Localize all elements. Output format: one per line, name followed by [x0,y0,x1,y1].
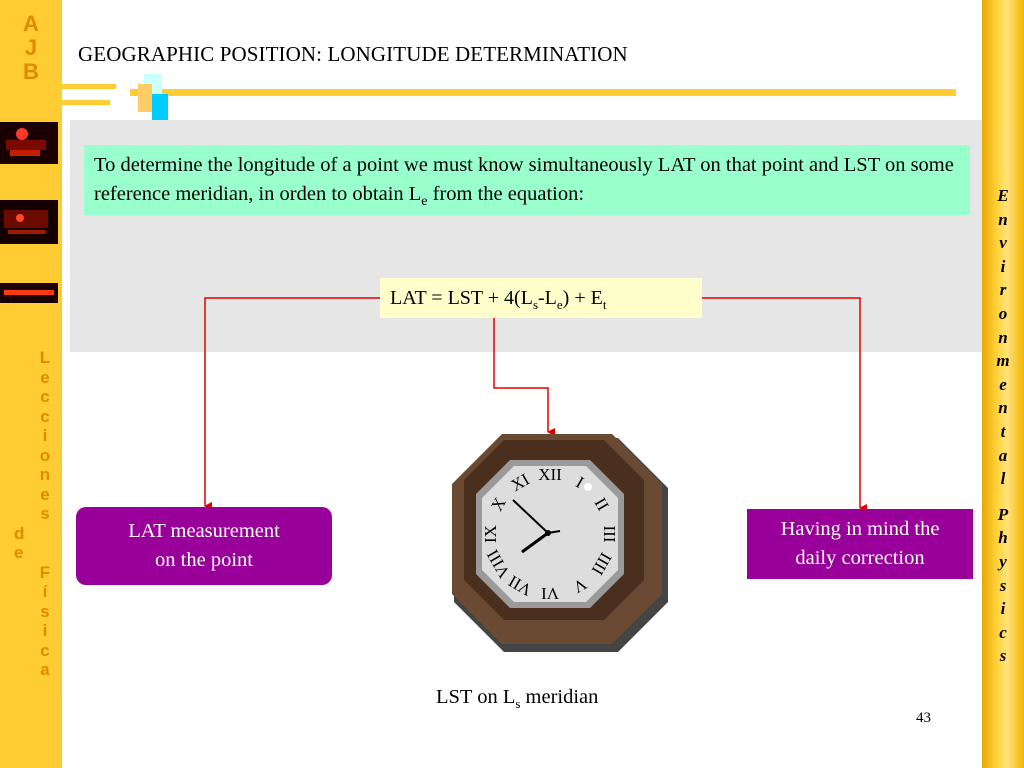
clock-numeral: XI [508,470,533,496]
equation-subscript: s [532,297,538,312]
clock-highlight [584,483,592,491]
caption-subscript: s [515,696,521,712]
intro-text: To determine the longitude of a point we… [94,154,954,205]
decor-square [144,74,162,100]
clock-numeral: X [487,494,510,514]
right-side-bar [982,0,1024,768]
vertical-letter: í [42,582,48,601]
vertical-letter: v [999,233,1007,253]
vertical-letter: m [996,351,1010,371]
decor-line [130,89,956,96]
intro-tail: from the equation: [427,183,585,205]
clock-numeral: IIII [588,549,616,578]
vertical-letter: o [39,445,51,465]
equation-part: -L [538,287,557,309]
vertical-letter: n [998,327,1008,347]
vertical-letter: c [40,640,50,660]
equation-part: ) + E [562,287,603,309]
clock-numeral: I [573,473,588,492]
intro-subscript: e [421,194,428,210]
clock-caption: LST on Ls meridian [436,686,598,712]
vertical-letter: c [40,406,50,426]
clock-numeral: XII [538,465,562,484]
vertical-letter: n [39,465,51,484]
equation-box: LAT = LST + 4(Ls-Le) + Et [380,278,702,318]
thumbnail-image-1 [0,122,58,164]
lat-measurement-box: LAT measurement on the point [76,507,332,585]
vertical-letter: h [998,528,1008,548]
vertical-letter: l [1000,469,1006,489]
lat-box-line: LAT measurement [128,520,280,542]
caption-tail: meridian [520,686,599,708]
page-number: 43 [916,710,931,726]
vertical-letter: s [40,601,50,621]
vertical-letter: e [999,374,1007,394]
vertical-letter: i [1000,256,1006,276]
vertical-letter: e [40,484,50,504]
vertical-letter: F [39,562,51,582]
vertical-letter: i [42,621,48,640]
clock-frame [452,434,668,652]
vertical-letter: n [998,209,1008,229]
vertical-letter: s [999,575,1007,595]
clock-numeral: VIII [483,546,514,581]
initial-letter: B [23,59,39,84]
intro-text-box: To determine the longitude of a point we… [84,145,970,215]
vertical-letter: E [997,186,1009,205]
clock-numeral: II [591,495,613,515]
clock-center [545,530,551,536]
decor-square [138,84,152,112]
vertical-letter: s [40,504,50,523]
vertical-letter: t [1000,421,1006,441]
slide-title: GEOGRAPHIC POSITION: LONGITUDE DETERMINA… [78,42,628,66]
vertical-letter: o [998,303,1008,323]
vertical-letter: i [42,426,48,445]
clock-numeral: VI [541,584,559,603]
left-bar-vertical-text: L e c c i o n e s d e F í s i c a [8,348,62,680]
lat-box-line: on the point [155,549,253,571]
thumbnail-image-3 [0,283,58,303]
vertical-letter: c [999,622,1007,642]
clock-numeral: V [569,574,590,597]
vertical-letter: r [999,280,1007,300]
equation-subscript: t [602,297,607,312]
vertical-letter: i [1000,599,1006,619]
clock-numeral: VII [505,571,535,599]
clock-numeral: III [600,526,619,543]
correction-box-line: daily correction [795,547,925,569]
initial-letter: A [23,11,39,36]
decor-square [152,94,168,120]
vertical-letter: L [39,348,51,367]
vertical-letter: e [14,543,24,562]
vertical-letter: a [40,660,50,679]
second-hand [547,530,561,534]
left-bar-initials: A J B [0,12,62,84]
caption-text: LST on L [436,686,516,708]
vertical-letter: y [999,551,1007,571]
daily-correction-box: Having in mind the daily correction [747,509,973,579]
vertical-letter: n [998,398,1008,418]
vertical-letter: P [997,504,1009,524]
minute-hand [512,499,549,534]
decor-line [62,84,116,89]
vertical-letter: s [999,646,1007,666]
equation-part: LAT = LST + 4(L [390,287,533,309]
vertical-letter: c [40,387,50,406]
vertical-letter: e [40,367,50,387]
right-bar-vertical-text: E n v i r o n m e n t a l P h y s i c s [982,184,1024,668]
vertical-letter: a [998,445,1008,465]
initial-letter: J [24,35,38,60]
clock-numeral: IX [481,525,500,543]
correction-box-line: Having in mind the [780,518,940,540]
vertical-letter: d [14,523,25,543]
hour-hand [521,531,549,554]
decor-line [62,100,110,105]
thumbnail-image-2 [0,200,58,244]
equation-subscript: e [556,297,563,312]
